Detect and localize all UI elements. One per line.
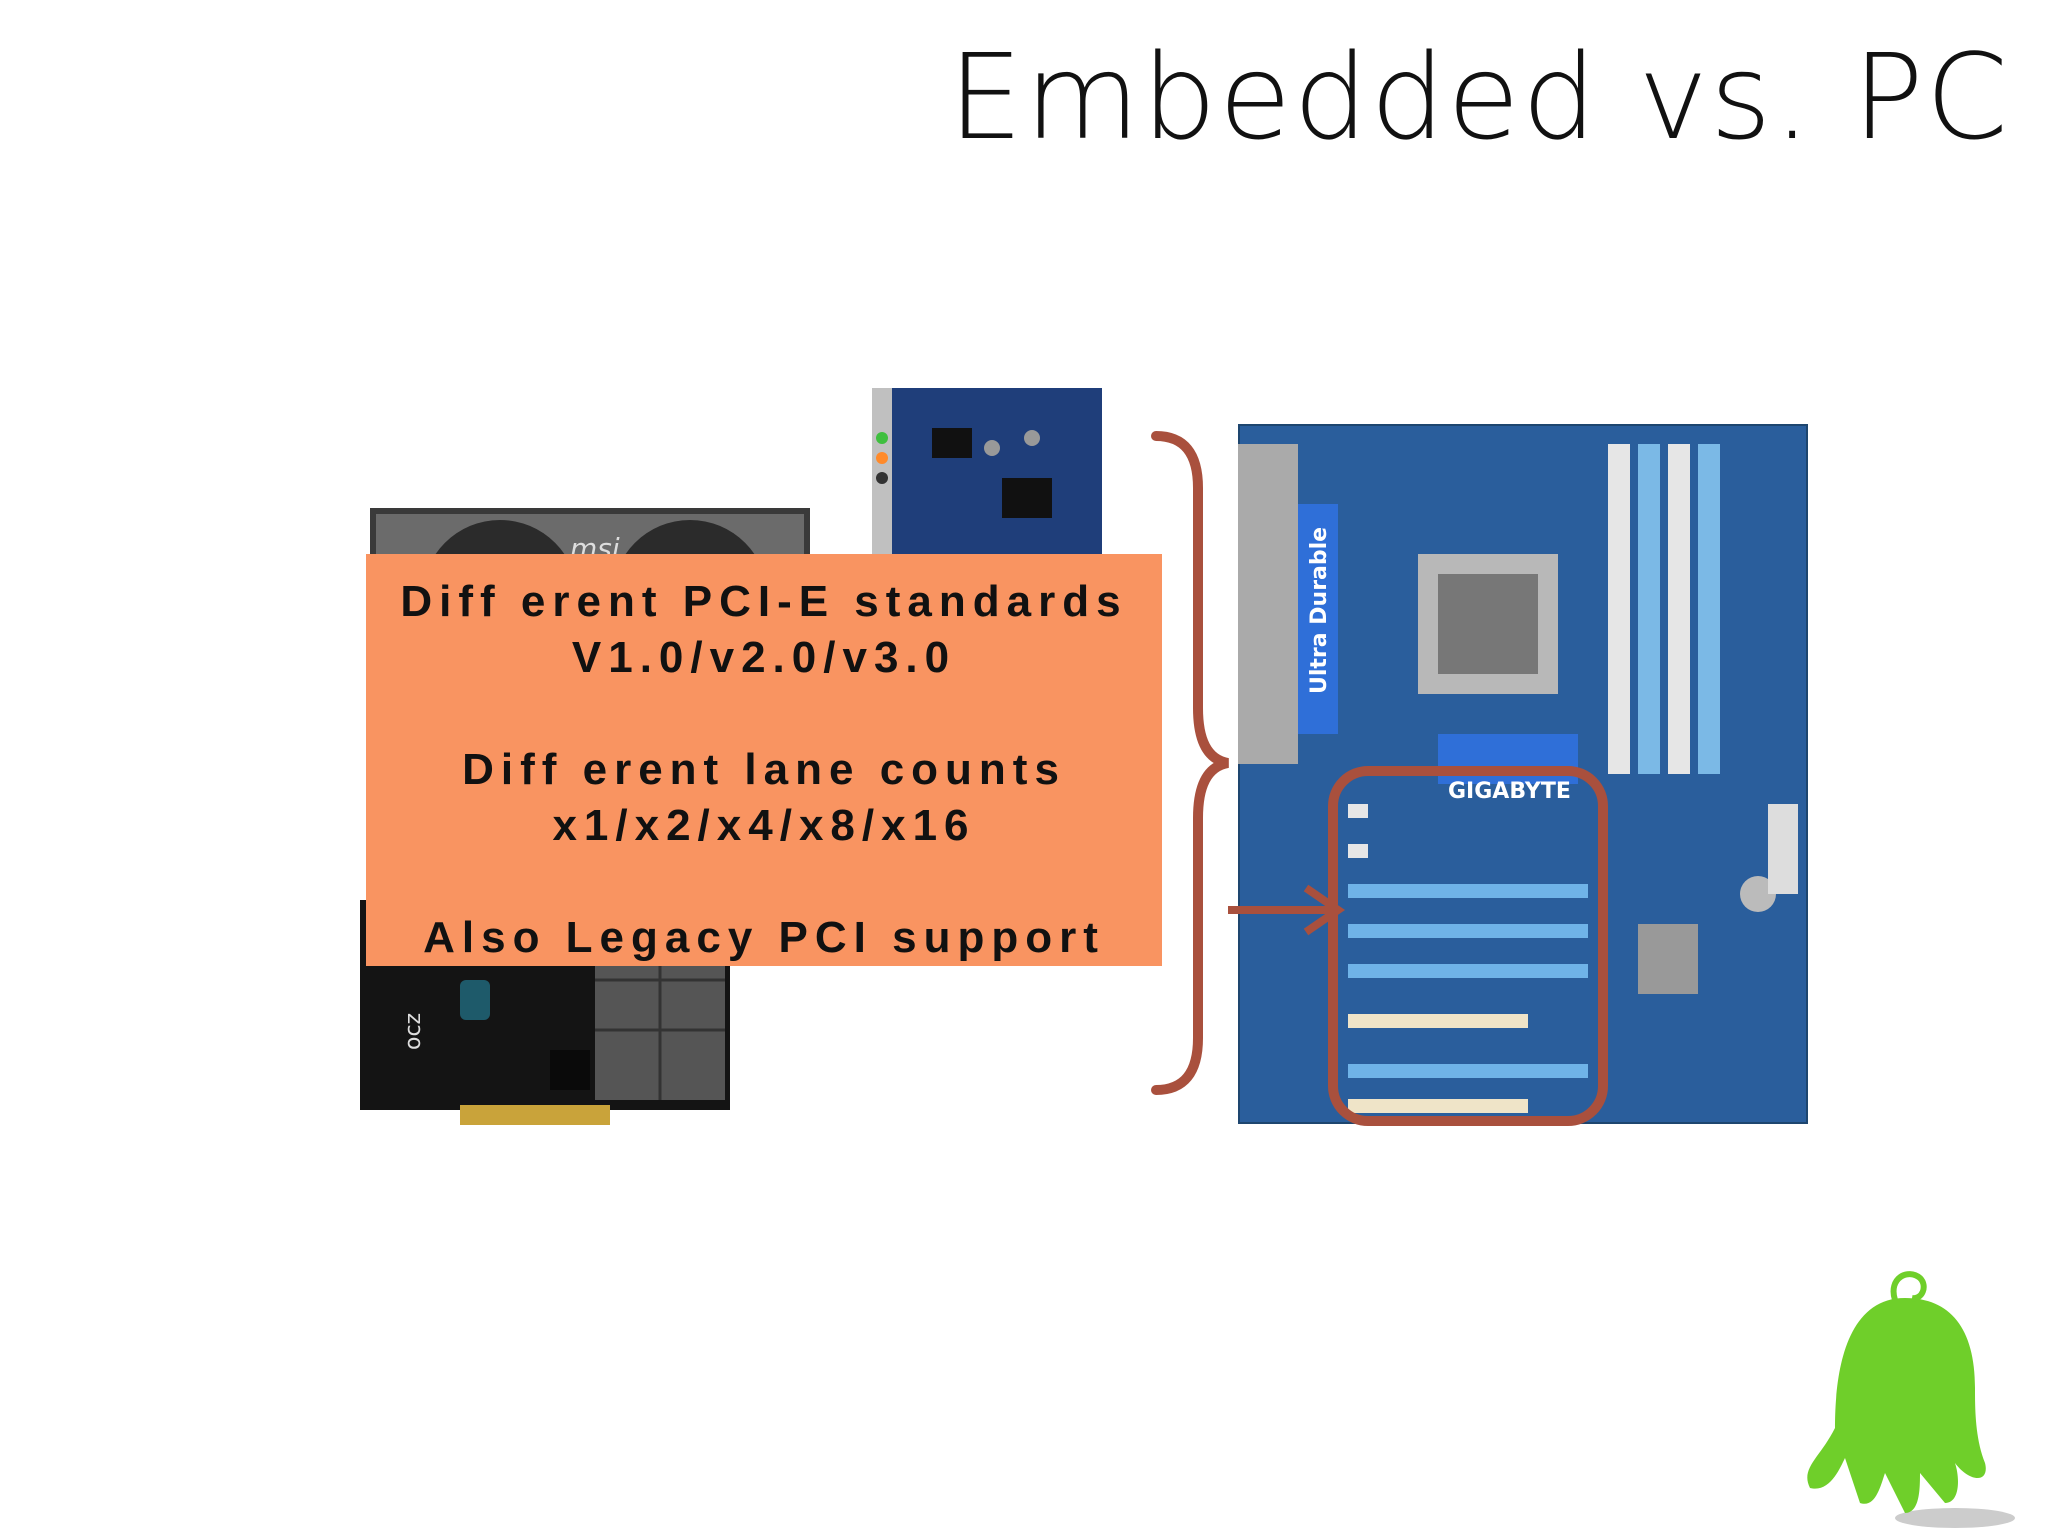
pcie-slots-highlight [1328,766,1608,1126]
green-mascot-icon [1807,1271,2015,1528]
slide-title: Embedded vs. PC [948,28,2010,166]
sound-card-image [872,388,1102,568]
cooler-heatsink [1298,504,1338,734]
callout-pcie-versions: V1.0/v2.0/v3.0 [571,633,957,682]
cooler-label: Ultra Durable [1307,527,1332,694]
callout-box: Diff erent PCI-E standards V1.0/v2.0/v3.… [366,554,1162,966]
callout-lane-values: x1/x2/x4/x8/x16 [552,801,976,850]
callout-pcie-standards: Diff erent PCI-E standards [400,577,1128,626]
callout-legacy-pci: Also Legacy PCI support [423,913,1105,962]
pointer-arrow [1228,884,1346,936]
ssd-brand-label: ocz [401,1013,426,1050]
callout-lane-counts: Diff erent lane counts [462,745,1066,794]
curly-brace-shape [1151,431,1230,1095]
vendor-label: GIGABYTE [1448,779,1571,804]
